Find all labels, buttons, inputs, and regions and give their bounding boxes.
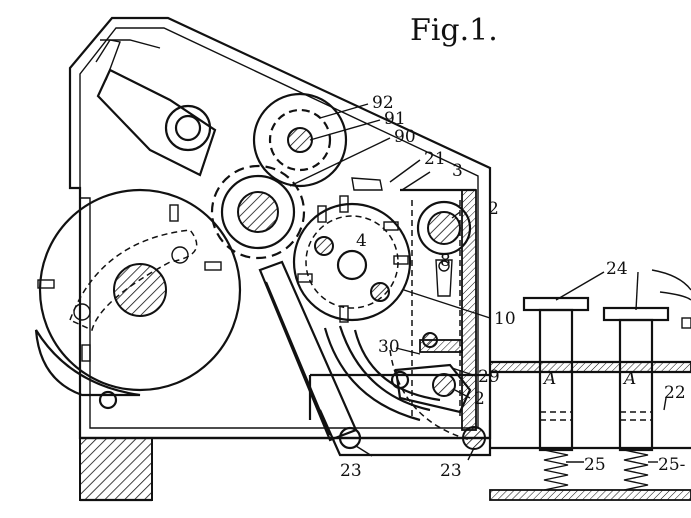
label-29: 29 — [478, 367, 500, 387]
label-3: 3 — [452, 161, 463, 181]
label-30: 30 — [378, 337, 400, 357]
housing — [68, 16, 492, 440]
label-24: 24 — [606, 259, 628, 279]
labels: 92 91 90 21 3 2 4 8 10 30 29 2 24 A A 22… — [340, 93, 686, 481]
label-4: 4 — [356, 231, 367, 251]
label-2-lower: 2 — [474, 389, 485, 409]
star-wheel — [292, 177, 412, 323]
label-2-upper: 2 — [488, 199, 499, 219]
label-22: 22 — [664, 383, 686, 403]
bell-crank — [390, 332, 472, 414]
label-23-right: 23 — [440, 461, 462, 481]
shaft-2-upper — [411, 200, 472, 420]
label-91: 91 — [384, 109, 406, 129]
label-21: 21 — [424, 149, 446, 169]
figure-title: Fig.1. — [410, 13, 498, 48]
gear-91-92 — [252, 92, 348, 188]
label-A-first: A — [542, 369, 556, 389]
label-90: 90 — [394, 127, 416, 147]
label-25-dash: 25- — [658, 455, 685, 475]
pivots-23 — [318, 409, 492, 457]
label-8: 8 — [440, 251, 451, 271]
large-disc — [34, 188, 242, 397]
upper-lever — [96, 68, 217, 177]
label-10: 10 — [494, 309, 516, 329]
base-block — [79, 437, 153, 501]
gear-90 — [210, 164, 306, 260]
label-92: 92 — [372, 93, 394, 113]
label-A-second: A — [622, 369, 636, 389]
label-23-left: 23 — [340, 461, 362, 481]
label-25: 25 — [584, 455, 606, 475]
bolt-hole — [98, 390, 118, 410]
leader-lines — [289, 103, 691, 463]
disc-shaft — [113, 263, 167, 317]
key-assembly — [489, 291, 691, 501]
